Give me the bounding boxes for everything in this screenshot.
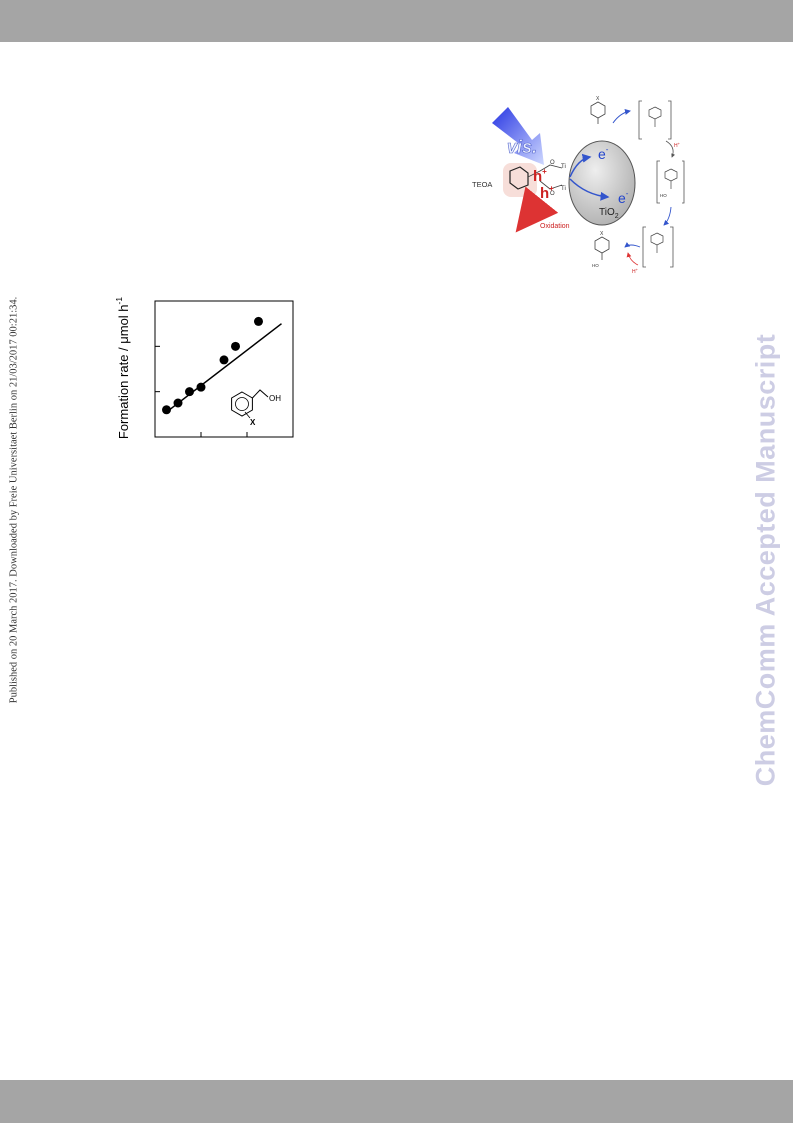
svg-text:X: X xyxy=(596,96,600,102)
y-axis-label-sup: -1 xyxy=(114,297,124,305)
publication-note-text: Published on 20 March 2017. Downloaded b… xyxy=(8,296,20,704)
electron-arrow-1 xyxy=(569,153,592,178)
y-axis-label: Formation rate / μmol h xyxy=(116,304,131,439)
oxidation-arrow xyxy=(515,186,559,233)
oxidation-label: Oxidation xyxy=(540,223,570,230)
benzyl-alcohol-structure: OH X xyxy=(231,389,281,427)
proton-label-1: H+ xyxy=(674,141,681,149)
svg-text:HO: HO xyxy=(660,193,667,198)
data-point xyxy=(185,387,194,397)
svg-text:HO: HO xyxy=(592,263,599,268)
svg-text:Formation rate / μmol h-1: Formation rate / μmol h-1 xyxy=(114,297,131,439)
data-point xyxy=(231,341,240,351)
data-point xyxy=(162,405,171,415)
footer-bar xyxy=(0,1080,793,1123)
o-label-1: O xyxy=(550,160,555,166)
structure-x-label: X xyxy=(250,418,256,427)
structure-oh-label: OH xyxy=(269,394,281,403)
axis-ticks xyxy=(155,345,248,437)
electron-label-1: e- xyxy=(598,145,609,162)
svg-text:X: X xyxy=(600,231,604,237)
intermediate-radical-anion xyxy=(638,100,672,140)
proton-label-2: H+ xyxy=(632,267,639,275)
substrate-aldehyde: X xyxy=(590,96,606,124)
data-point xyxy=(254,316,263,326)
watermark-text: ChemComm Accepted Manuscript xyxy=(750,333,781,787)
teoa-label: TEOA xyxy=(472,180,492,189)
vis-label: vis. xyxy=(507,137,537,157)
y-axis-title: Formation rate / μmol h-1 xyxy=(114,297,131,439)
data-point xyxy=(219,355,229,365)
tio2-label: TiO2 xyxy=(599,207,619,220)
plot-frame xyxy=(154,300,294,438)
data-points xyxy=(162,316,263,415)
product-benzyl-alcohol: HO X xyxy=(592,231,610,268)
electron-arrow-2 xyxy=(569,178,610,201)
hole-label-1: h+ xyxy=(533,167,547,185)
trend-line xyxy=(166,323,282,413)
data-point xyxy=(173,398,183,408)
intermediate-alkoxide xyxy=(642,226,674,268)
formation-rate-chart: Formation rate / μmol h-1 OH X xyxy=(114,297,294,439)
intermediate-ketyl-radical: HO xyxy=(656,160,685,204)
mechanism-scheme: vis. TiO2 TEOA Ti Ti O O h+ h+ e- e- Oxi… xyxy=(472,96,685,275)
electron-label-2: e- xyxy=(618,189,629,206)
header-bar xyxy=(0,0,793,42)
reaction-arrow-1 xyxy=(612,109,631,124)
ti-label-1: Ti xyxy=(561,164,566,170)
visible-light-arrow: vis. xyxy=(492,107,544,165)
ti-label-2: Ti xyxy=(561,186,566,192)
data-point xyxy=(196,382,206,392)
